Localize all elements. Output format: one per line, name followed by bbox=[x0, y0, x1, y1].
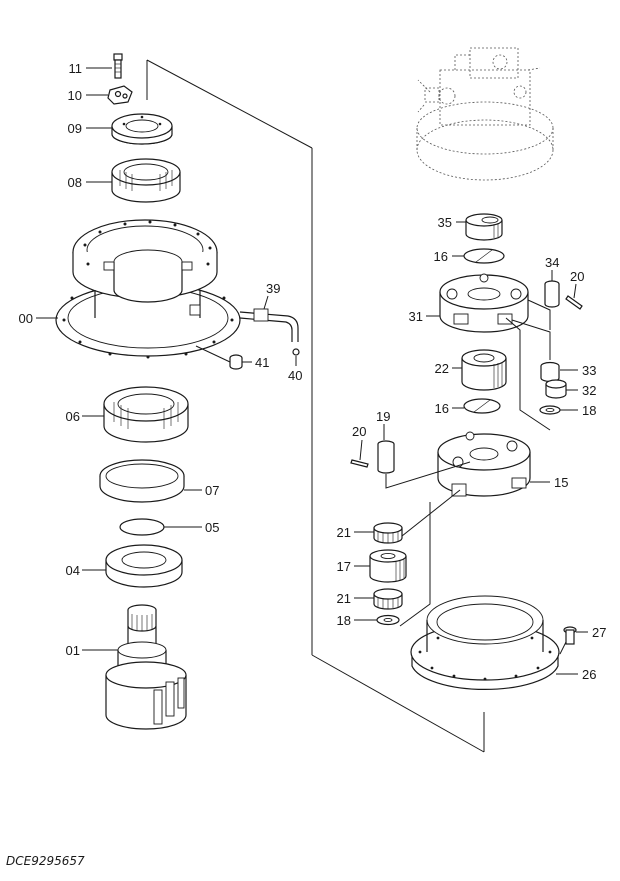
swing-motor-assembly-illustration bbox=[416, 47, 554, 181]
label-34: 34 bbox=[545, 255, 559, 270]
label-01: 01 bbox=[66, 643, 80, 658]
label-40: 40 bbox=[288, 368, 302, 383]
label-19: 19 bbox=[376, 409, 390, 424]
label-39: 39 bbox=[266, 281, 280, 296]
label-27: 27 bbox=[592, 625, 606, 640]
assembly-boundary-lines bbox=[146, 59, 485, 753]
label-41: 41 bbox=[255, 355, 269, 370]
part-07-ring bbox=[99, 459, 185, 503]
part-01-shaft bbox=[105, 604, 187, 730]
label-32: 32 bbox=[582, 383, 596, 398]
part-00-housing bbox=[55, 219, 241, 359]
leader-lines bbox=[36, 67, 588, 675]
part-20-spring-pin-upper bbox=[565, 295, 583, 310]
label-05: 05 bbox=[205, 520, 219, 535]
part-22-planetary-gear bbox=[461, 349, 507, 391]
label-17: 17 bbox=[337, 559, 351, 574]
label-21-lower: 21 bbox=[337, 591, 351, 606]
part-27-bolt bbox=[563, 626, 577, 645]
part-19-pin bbox=[377, 440, 395, 474]
part-08-bearing bbox=[111, 158, 181, 203]
label-16-lower: 16 bbox=[435, 401, 449, 416]
label-09: 09 bbox=[68, 121, 82, 136]
part-09-cover bbox=[111, 113, 173, 145]
label-18-lower: 18 bbox=[337, 613, 351, 628]
label-31: 31 bbox=[409, 309, 423, 324]
part-15-carrier bbox=[437, 431, 531, 497]
label-20-lower: 20 bbox=[352, 424, 366, 439]
part-31-carrier bbox=[439, 273, 529, 333]
part-21-bearing-upper bbox=[373, 522, 403, 544]
label-10: 10 bbox=[68, 88, 82, 103]
label-15: 15 bbox=[554, 475, 568, 490]
part-05-o-ring bbox=[119, 518, 165, 536]
label-20-upper: 20 bbox=[570, 269, 584, 284]
part-04-seal bbox=[105, 544, 183, 588]
label-07: 07 bbox=[205, 483, 219, 498]
part-40-orifice bbox=[292, 348, 300, 356]
part-10-lock-plate bbox=[107, 85, 133, 105]
part-labels: 11 10 09 08 00 39 41 40 06 07 05 04 01 3… bbox=[19, 61, 607, 682]
part-06-bearing bbox=[103, 386, 189, 443]
part-21-bearing-lower bbox=[373, 588, 403, 610]
part-41-plug bbox=[229, 354, 243, 370]
label-35: 35 bbox=[438, 215, 452, 230]
part-34-pin bbox=[544, 280, 560, 308]
part-11-bolt bbox=[113, 53, 123, 79]
part-18-thrust-plate-upper bbox=[539, 405, 561, 415]
label-21-upper: 21 bbox=[337, 525, 351, 540]
label-06: 06 bbox=[66, 409, 80, 424]
label-08: 08 bbox=[68, 175, 82, 190]
document-id: DCE9295657 bbox=[6, 854, 85, 868]
label-33: 33 bbox=[582, 363, 596, 378]
label-11: 11 bbox=[69, 61, 83, 76]
part-17-planetary-gear bbox=[369, 549, 407, 583]
connector-lines bbox=[195, 299, 567, 655]
label-26: 26 bbox=[582, 667, 596, 682]
part-16-thrust-washer-lower bbox=[463, 398, 501, 414]
part-26-ring-gear bbox=[410, 595, 560, 691]
label-04: 04 bbox=[66, 563, 80, 578]
part-32-bearing bbox=[545, 379, 567, 399]
part-20-spring-pin-lower bbox=[350, 459, 369, 468]
label-16-upper: 16 bbox=[434, 249, 448, 264]
part-35-sun-gear bbox=[465, 213, 503, 241]
part-33-pin bbox=[540, 361, 560, 383]
part-39-pipe bbox=[239, 308, 299, 342]
label-18-upper: 18 bbox=[582, 403, 596, 418]
label-22: 22 bbox=[435, 361, 449, 376]
label-00: 00 bbox=[19, 311, 33, 326]
part-16-thrust-washer-upper bbox=[463, 248, 505, 264]
part-18-thrust-plate-lower bbox=[376, 614, 400, 626]
